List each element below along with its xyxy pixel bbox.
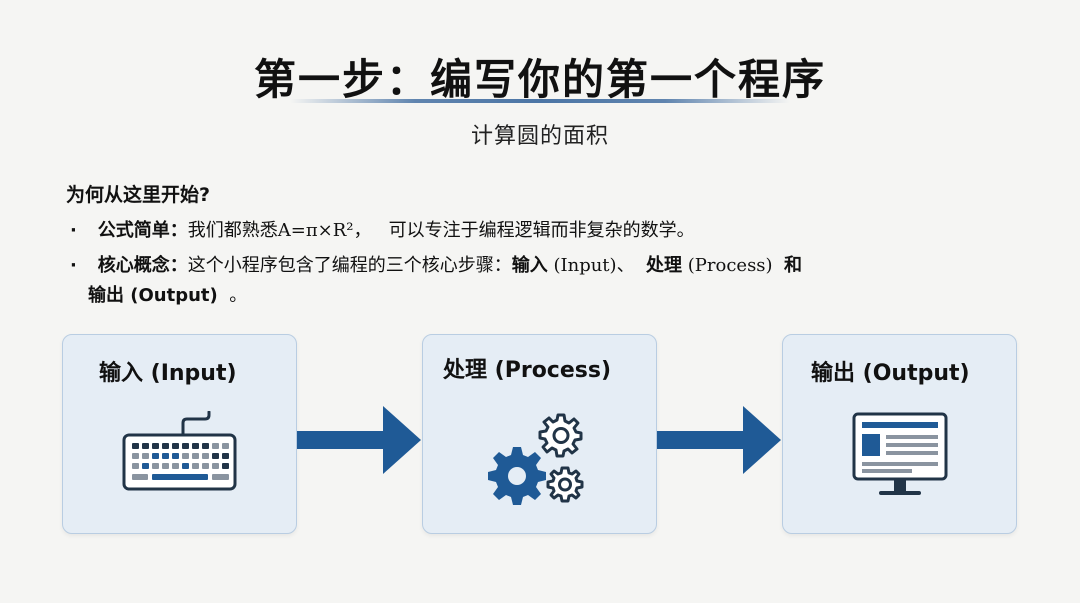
monitor-icon (852, 412, 948, 495)
step-input-text: 输入 (511, 255, 548, 276)
input-box: 输入 (Input) (62, 334, 297, 534)
bullet-core-concepts: · 核心概念：这个小程序包含了编程的三个核心步骤：输入 (Input)、 处理 … (70, 251, 1010, 311)
bullet-label: 公式简单： (97, 220, 188, 241)
process-box: 处理 (Process) (422, 334, 657, 534)
input-label: 输入 (Input) (99, 361, 237, 386)
and-text: 和 (784, 255, 803, 276)
formula-text: A=π×R²， (277, 220, 372, 241)
why-heading: 为何从这里开始? (66, 184, 211, 206)
output-box: 输出 (Output) (782, 334, 1017, 534)
bullet-end: 。 (229, 285, 248, 306)
slide-title: 第一步：编写你的第一个程序 (253, 55, 826, 104)
step-output-text: 输出 (Output) (88, 285, 218, 306)
bullet-text: 这个小程序包含了编程的三个核心步骤： (187, 255, 512, 276)
bullet-label: 核心概念： (97, 255, 188, 276)
step-process-text: 处理 (646, 255, 683, 276)
gears-icon (488, 413, 584, 505)
slide-subtitle: 计算圆的面积 (470, 124, 609, 149)
process-label: 处理 (Process) (443, 358, 612, 383)
arrow-process-to-output-icon (657, 406, 781, 474)
output-label: 输出 (Output) (811, 361, 970, 386)
bullet-formula: · 公式简单：我们都熟悉A=π×R²， 可以专注于编程逻辑而非复杂的数学。 (70, 216, 695, 246)
step-process-en: (Process) (687, 255, 773, 276)
step-input-en: (Input)、 (553, 255, 635, 276)
keyboard-icon (122, 411, 237, 491)
bullet-text: 可以专注于编程逻辑而非复杂的数学。 (388, 220, 695, 241)
arrow-input-to-process-icon (297, 406, 421, 474)
title-underline (290, 99, 790, 103)
bullet-marker: · (70, 220, 77, 241)
bullet-marker: · (70, 255, 77, 276)
bullet-text: 我们都熟悉 (187, 220, 278, 241)
